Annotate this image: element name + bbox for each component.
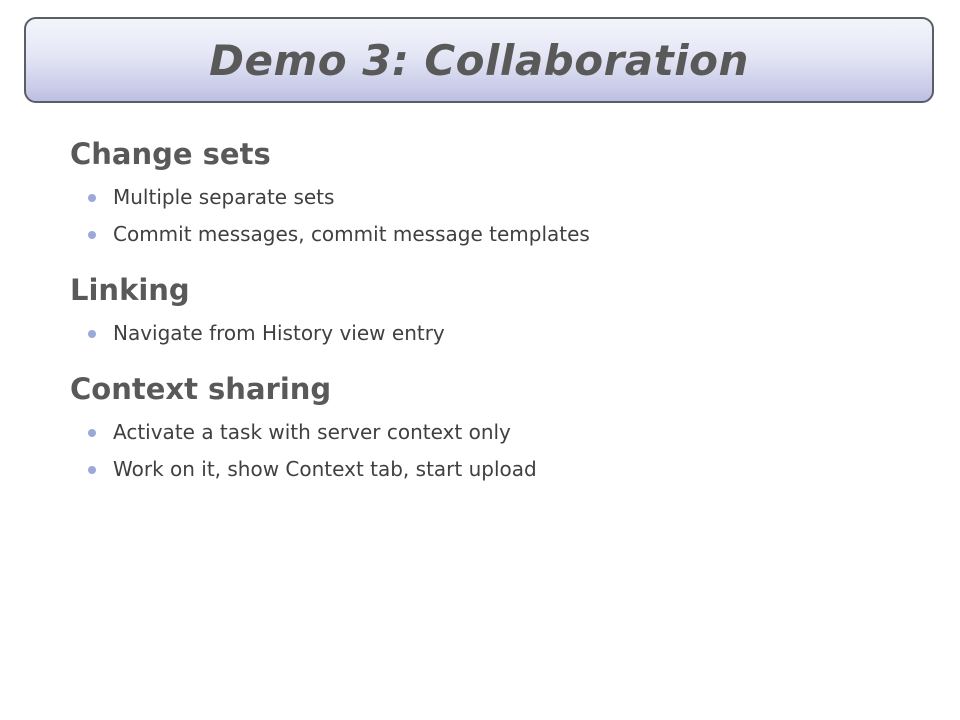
bullet-dot-icon: [88, 231, 96, 239]
bullet-text: Work on it, show Context tab, start uplo…: [113, 457, 537, 481]
bullet-text: Activate a task with server context only: [113, 420, 511, 444]
bullet-item: Multiple separate sets: [70, 179, 910, 216]
bullet-dot-icon: [88, 194, 96, 202]
bullet-dot-icon: [88, 429, 96, 437]
bullet-dot-icon: [88, 330, 96, 338]
bullet-item: Commit messages, commit message template…: [70, 216, 910, 253]
bullet-list: Navigate from History view entry: [70, 315, 910, 352]
section-linking: Linking Navigate from History view entry: [70, 269, 910, 352]
section-change-sets: Change sets Multiple separate sets Commi…: [70, 133, 910, 253]
slide-content: Change sets Multiple separate sets Commi…: [70, 133, 910, 488]
section-heading: Context sharing: [70, 372, 332, 406]
section-context-sharing: Context sharing Activate a task with ser…: [70, 368, 910, 488]
bullet-list: Multiple separate sets Commit messages, …: [70, 179, 910, 253]
bullet-item: Activate a task with server context only: [70, 414, 910, 451]
section-heading: Linking: [70, 273, 190, 307]
bullet-text: Navigate from History view entry: [113, 321, 445, 345]
bullet-dot-icon: [88, 466, 96, 474]
title-banner: Demo 3: Collaboration: [24, 17, 934, 103]
bullet-text: Commit messages, commit message template…: [113, 222, 590, 246]
bullet-text: Multiple separate sets: [113, 185, 335, 209]
slide-title: Demo 3: Collaboration: [209, 35, 749, 85]
bullet-list: Activate a task with server context only…: [70, 414, 910, 488]
bullet-item: Navigate from History view entry: [70, 315, 910, 352]
bullet-item: Work on it, show Context tab, start uplo…: [70, 451, 910, 488]
section-heading: Change sets: [70, 137, 271, 171]
